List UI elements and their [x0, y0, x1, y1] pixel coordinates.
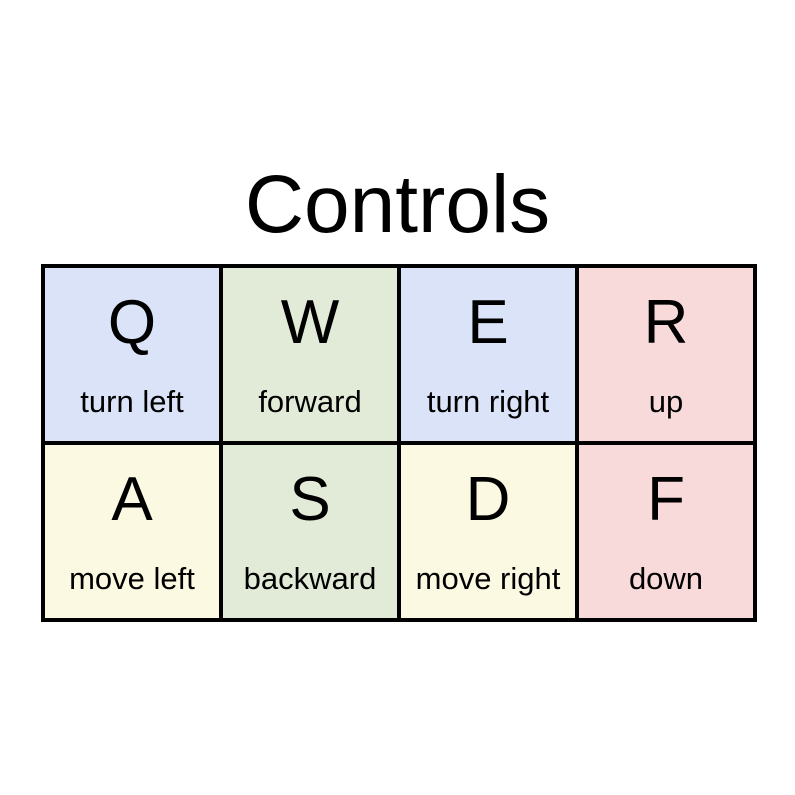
- key-cell-w: W forward: [223, 268, 397, 441]
- key-cell-s: S backward: [223, 445, 397, 618]
- key-action: down: [628, 561, 704, 596]
- key-letter: W: [280, 288, 340, 357]
- key-cell-q: Q turn left: [45, 268, 219, 441]
- key-letter: D: [465, 465, 511, 534]
- key-action: turn right: [426, 384, 550, 419]
- key-action: forward: [258, 384, 362, 419]
- key-action: move left: [69, 561, 195, 596]
- key-cell-d: D move right: [401, 445, 575, 618]
- key-action: move right: [415, 561, 561, 596]
- key-letter: A: [111, 465, 153, 534]
- key-cell-r: R up: [579, 268, 753, 441]
- key-cell-f: F down: [579, 445, 753, 618]
- key-letter: S: [289, 465, 331, 534]
- key-action: backward: [243, 561, 377, 596]
- key-letter: Q: [107, 288, 157, 357]
- page-title: Controls: [244, 159, 551, 250]
- controls-grid: Q turn left W forward E turn right R up …: [41, 264, 757, 622]
- key-cell-a: A move left: [45, 445, 219, 618]
- key-action: turn left: [80, 384, 184, 419]
- key-action: up: [648, 384, 684, 419]
- key-letter: E: [467, 288, 509, 357]
- key-letter: F: [647, 465, 685, 534]
- key-cell-e: E turn right: [401, 268, 575, 441]
- key-letter: R: [643, 288, 689, 357]
